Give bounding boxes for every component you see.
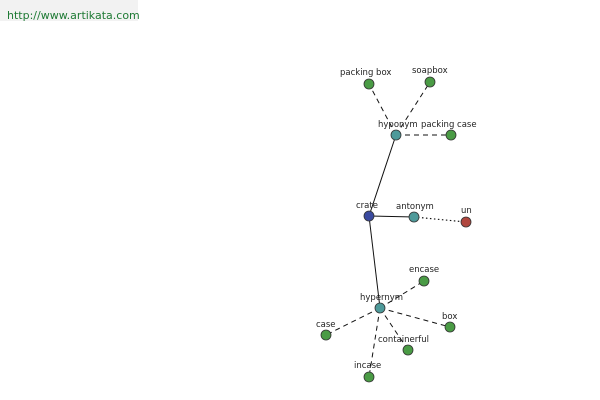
edge-hypernym-incase [368,307,381,378]
node-label-box[interactable]: box [442,312,457,322]
node-label-encase[interactable]: encase [409,265,439,275]
node-incase[interactable] [363,371,375,383]
edges-layer [325,81,467,378]
node-label-hyponym[interactable]: hyponym [378,120,418,130]
node-crate[interactable] [363,210,375,222]
node-label-case[interactable]: case [316,320,336,330]
edge-hypernym-case [325,307,381,336]
node-encase[interactable] [418,275,430,287]
node-containerful[interactable] [402,344,414,356]
edge-crate-hypernym [368,215,381,309]
labels-layer: crate hyponym antonym hypernym packing box so… [316,66,477,371]
site-url-link[interactable]: http://www.artikata.com [7,9,140,22]
edge-hyponym-soapbox [395,81,431,136]
node-box[interactable] [444,321,456,333]
url-bar: http://www.artikata.com [0,0,140,22]
edge-crate-hyponym [368,134,397,217]
edge-hyponym-packing-box [368,83,397,136]
node-label-packing-case[interactable]: packing case [421,120,477,130]
node-soapbox[interactable] [424,76,436,88]
node-label-un[interactable]: un [461,206,472,216]
node-label-incase[interactable]: incase [354,361,381,371]
node-label-antonym[interactable]: antonym [396,202,434,212]
edge-crate-antonym [368,215,415,218]
node-hyponym[interactable] [390,129,402,141]
node-hypernym[interactable] [374,302,386,314]
node-label-crate[interactable]: crate [356,201,378,211]
node-un[interactable] [460,216,472,228]
node-case[interactable] [320,329,332,341]
node-label-containerful[interactable]: containerful [378,335,429,345]
node-label-soapbox[interactable]: soapbox [412,66,448,76]
node-label-hypernym[interactable]: hypernym [360,293,403,303]
node-label-packing-box[interactable]: packing box [340,68,391,78]
nodes-layer [320,76,472,383]
edge-antonym-un [413,216,467,223]
node-packing-case[interactable] [445,129,457,141]
node-antonym[interactable] [408,211,420,223]
edge-hypernym-box [379,307,451,328]
node-packing-box[interactable] [363,78,375,90]
